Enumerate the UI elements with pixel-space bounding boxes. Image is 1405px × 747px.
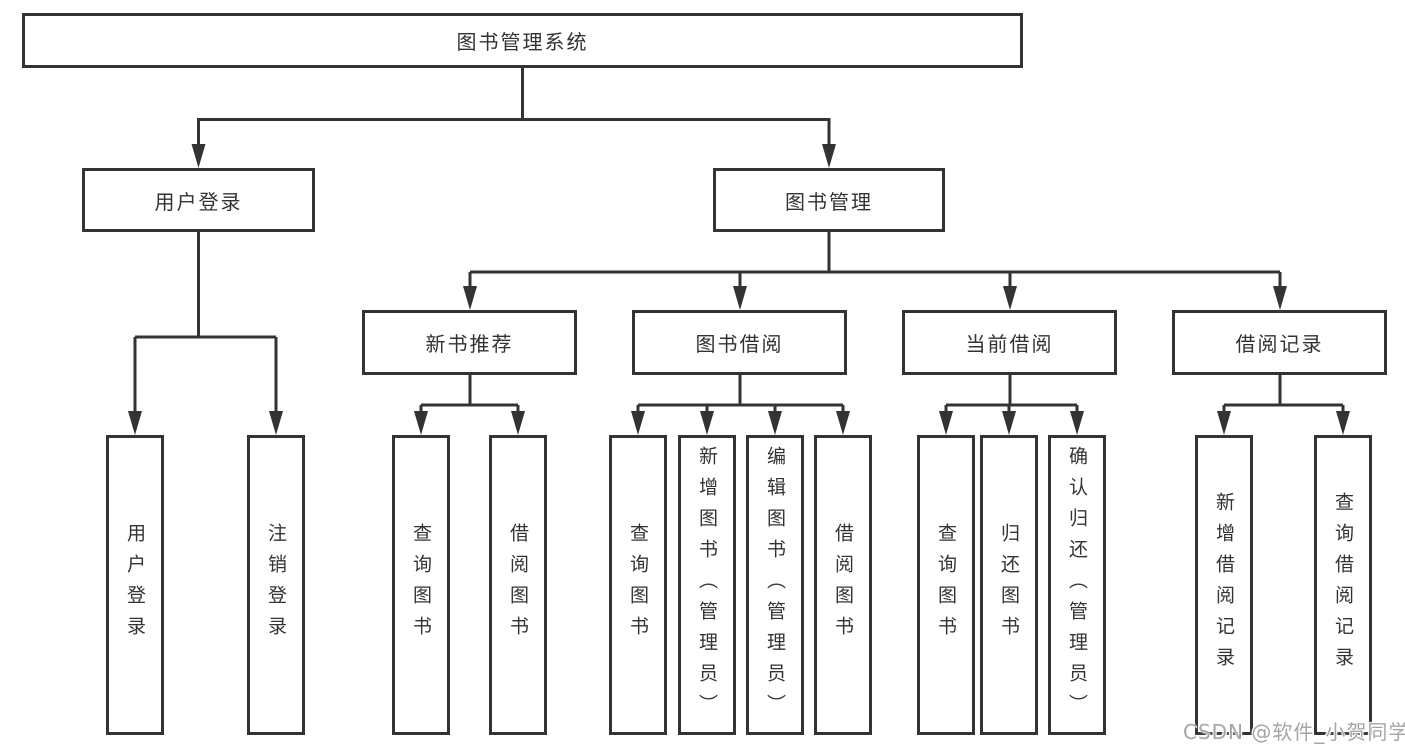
leaf-return-books: 归还图书 — [980, 435, 1038, 735]
node-user-login: 用户登录 — [82, 168, 315, 232]
leaf-query-borrow-record: 查询借阅记录 — [1314, 435, 1372, 735]
leaf-confirm-return-admin: 确认归还（管理员） — [1048, 435, 1106, 735]
leaf-add-borrow-record: 新增借阅记录 — [1195, 435, 1253, 735]
node-new-book-recommend: 新书推荐 — [362, 310, 577, 375]
leaf-query-books-borrow: 查询图书 — [609, 435, 667, 735]
leaf-logout: 注销登录 — [247, 435, 305, 735]
leaf-query-books-current: 查询图书 — [917, 435, 975, 735]
leaf-query-books-recommend: 查询图书 — [392, 435, 450, 735]
node-root-system: 图书管理系统 — [22, 13, 1023, 68]
node-book-borrow: 图书借阅 — [632, 310, 847, 375]
leaf-add-books-admin: 新增图书（管理员） — [678, 435, 736, 735]
leaf-borrow-books-recommend: 借阅图书 — [489, 435, 547, 735]
csdn-watermark: CSDN @软件_小贺同学 — [1183, 720, 1405, 744]
node-current-borrow: 当前借阅 — [902, 310, 1117, 375]
node-borrow-records: 借阅记录 — [1172, 310, 1387, 375]
leaf-edit-books-admin: 编辑图书（管理员） — [746, 435, 804, 735]
node-book-management: 图书管理 — [713, 168, 945, 232]
leaf-user-login: 用户登录 — [106, 435, 164, 735]
leaf-borrow-books: 借阅图书 — [814, 435, 872, 735]
